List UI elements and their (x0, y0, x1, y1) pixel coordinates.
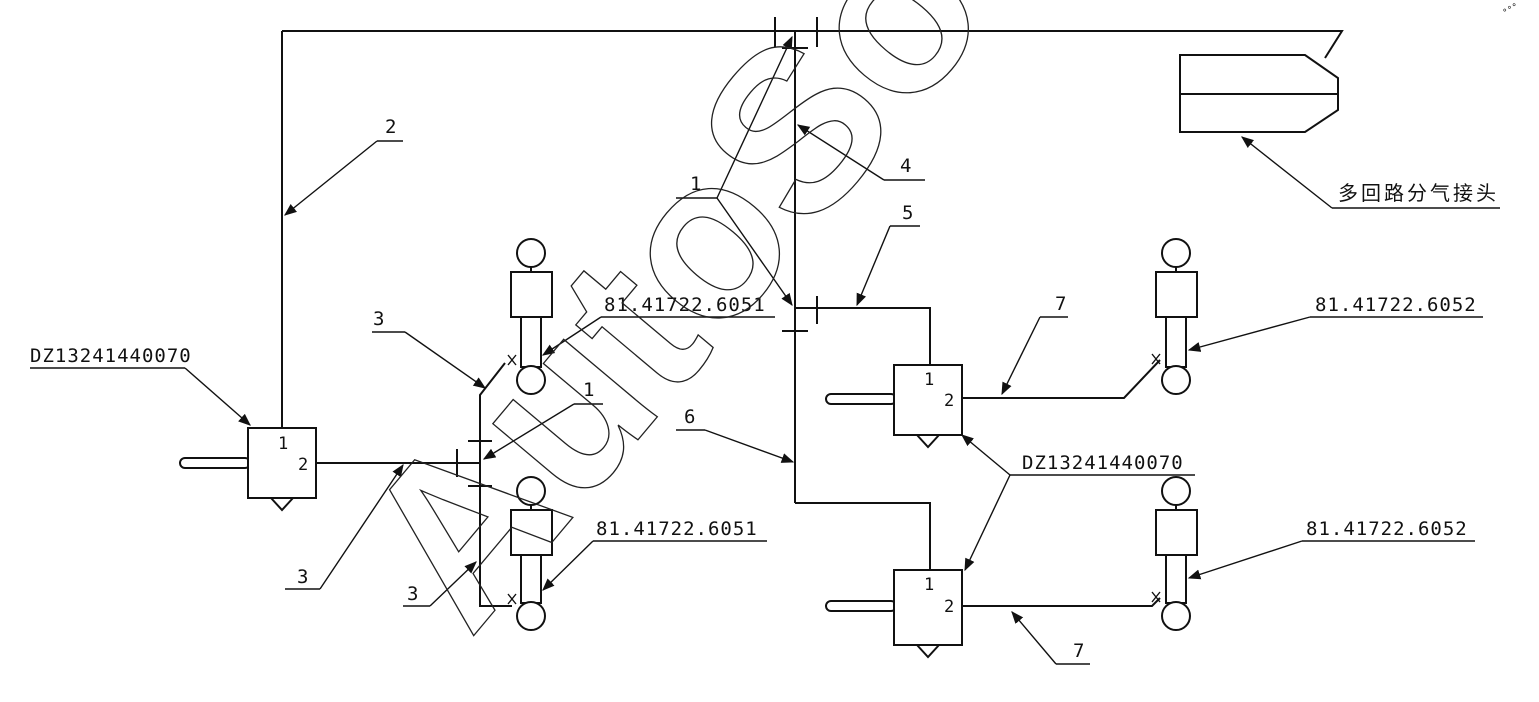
left-relay-valve (179, 427, 317, 512)
right-bottom-chamber-part-number: 81.41722.6052 (1306, 518, 1468, 540)
right-bottom-valve-supply-pipe (795, 502, 931, 570)
corner-mark: °°° (1502, 2, 1521, 19)
left-top-cross-mark (507, 354, 517, 366)
right-valve-part-number: DZ13241440070 (1022, 452, 1184, 474)
right-bottom-valve-port-in: 1 (924, 575, 934, 595)
right-top-cross-mark (1151, 353, 1161, 365)
callout-7-top: 7 (1055, 293, 1066, 315)
right-top-chamber-pipe (962, 359, 1161, 399)
left-bottom-brake-chamber (510, 476, 553, 631)
left-valve-port-out: 2 (298, 455, 308, 475)
multi-circuit-manifold (1179, 54, 1339, 133)
callout-3-left: 3 (297, 566, 308, 588)
callout-1-top: 1 (690, 173, 701, 195)
left-valve-port-in: 1 (278, 434, 288, 454)
left-valve-part-number: DZ13241440070 (30, 345, 192, 367)
right-bottom-brake-chamber (1155, 476, 1198, 631)
callout-3-upper: 3 (373, 308, 384, 330)
left-bottom-chamber-part-number: 81.41722.6051 (596, 518, 758, 540)
left-tee-fitting (456, 440, 492, 487)
right-top-relay-valve (825, 364, 963, 449)
right-top-valve-port-in: 1 (924, 370, 934, 390)
callout-6: 6 (684, 406, 695, 428)
left-bottom-chamber-pipe (479, 463, 512, 607)
callout-2: 2 (385, 116, 396, 138)
pipe-network (281, 17, 1344, 607)
main-supply-pipe (282, 30, 1344, 59)
callout-5: 5 (902, 202, 913, 224)
left-top-chamber-part-number: 81.41722.6051 (604, 294, 766, 316)
right-bottom-cross-mark (1151, 591, 1161, 603)
callout-3-lower: 3 (407, 583, 418, 605)
callout-7-bottom: 7 (1073, 640, 1084, 662)
center-tee-fitting (782, 296, 818, 332)
right-top-brake-chamber (1155, 238, 1198, 395)
left-top-brake-chamber (510, 238, 553, 395)
right-top-valve-port-out: 2 (944, 391, 954, 411)
callout-1-mid: 1 (583, 379, 594, 401)
right-top-valve-supply-pipe (795, 307, 931, 365)
callout-4: 4 (900, 155, 911, 177)
right-bottom-chamber-pipe (962, 597, 1161, 607)
left-bottom-cross-mark (507, 593, 517, 605)
right-bottom-valve-port-out: 2 (944, 597, 954, 617)
watermark: AutoSoft (311, 0, 1132, 671)
right-top-chamber-part-number: 81.41722.6052 (1315, 294, 1477, 316)
right-bottom-relay-valve (825, 569, 963, 659)
manifold-label: 多回路分气接头 (1338, 181, 1499, 205)
